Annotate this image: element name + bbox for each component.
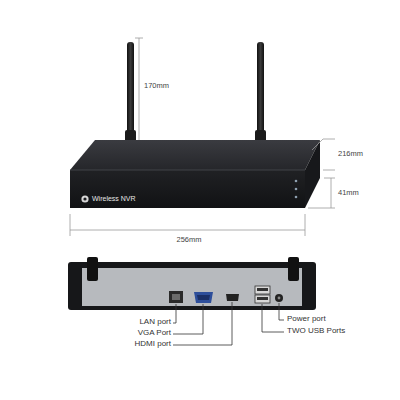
- dimension-lines: [70, 38, 335, 236]
- nvr-top: [70, 140, 320, 170]
- dimension-label: 216mm: [338, 150, 363, 158]
- port-label: Power port: [287, 315, 326, 324]
- hdmi-port: [226, 294, 239, 301]
- antenna-stub: [288, 257, 299, 281]
- leader-lines: [173, 302, 284, 345]
- rear-plate: [82, 268, 302, 306]
- nvr-side: [305, 140, 320, 208]
- port-label: LAN port: [139, 318, 171, 327]
- antenna-stub: [87, 257, 98, 281]
- rear-panel: [68, 262, 316, 310]
- power-port: [275, 294, 283, 302]
- port-label: HDMI port: [135, 340, 171, 349]
- logo: [81, 195, 88, 202]
- vga-port: [194, 292, 213, 303]
- dimension-label: 41mm: [338, 189, 359, 197]
- dimension-label: 256mm: [174, 236, 203, 244]
- brand-label: Wireless NVR: [92, 195, 136, 203]
- led: [295, 180, 298, 183]
- nvr-front: [70, 170, 305, 208]
- dimension-label: 170mm: [144, 82, 169, 90]
- led: [295, 188, 298, 191]
- lan-port: [169, 291, 183, 303]
- port-label: TWO USB Ports: [287, 327, 345, 336]
- led: [295, 196, 298, 199]
- antenna: [125, 42, 266, 142]
- usb-ports: [255, 286, 270, 303]
- port-label: VGA Port: [138, 329, 171, 338]
